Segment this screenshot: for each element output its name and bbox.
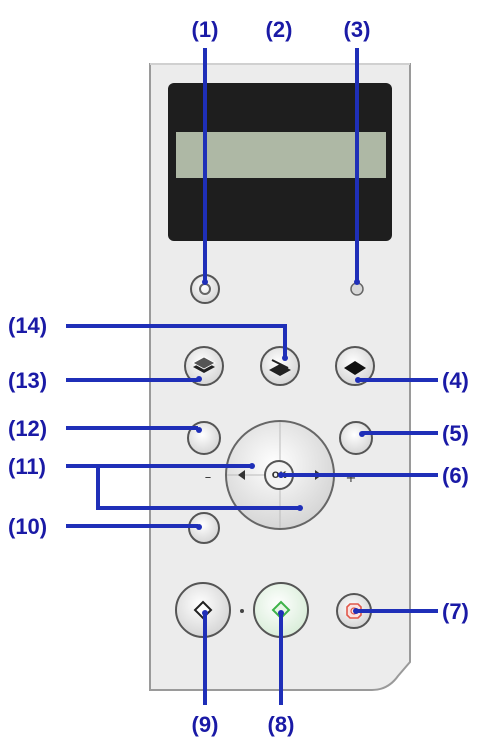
fax-button[interactable] [335,346,375,386]
callout-11: (11) [8,454,46,479]
copy-button[interactable] [184,346,224,386]
callout-2: (2) [266,17,293,42]
leader-lines [66,48,438,705]
right-function-button[interactable] [339,421,373,455]
callout-14: (14) [8,313,47,338]
callout-13: (13) [8,368,47,393]
black-button[interactable] [175,582,231,638]
callout-3: (3) [344,17,371,42]
callout-9: (9) [192,712,219,737]
callout-12: (12) [8,416,47,441]
lcd-screen [176,132,386,178]
callout-1: (1) [192,17,219,42]
scanner-icon [269,359,291,376]
callout-7: (7) [442,599,469,624]
scan-button[interactable] [260,346,300,386]
copy-icon [192,356,216,373]
fax-icon [344,361,366,375]
callout-5: (5) [442,421,469,446]
minus-label: – [205,470,212,485]
callout-8: (8) [268,712,295,737]
callout-10: (10) [8,514,47,539]
callout-labels: (1) (2) (3) (14) (13) (4) (12) (5) (11) … [8,17,469,737]
separator-dot [240,609,244,613]
callout-6: (6) [442,463,469,488]
left-arrow-icon [238,470,245,480]
plus-label: + [346,471,357,486]
lcd-display [168,83,392,241]
callout-4: (4) [442,368,469,393]
